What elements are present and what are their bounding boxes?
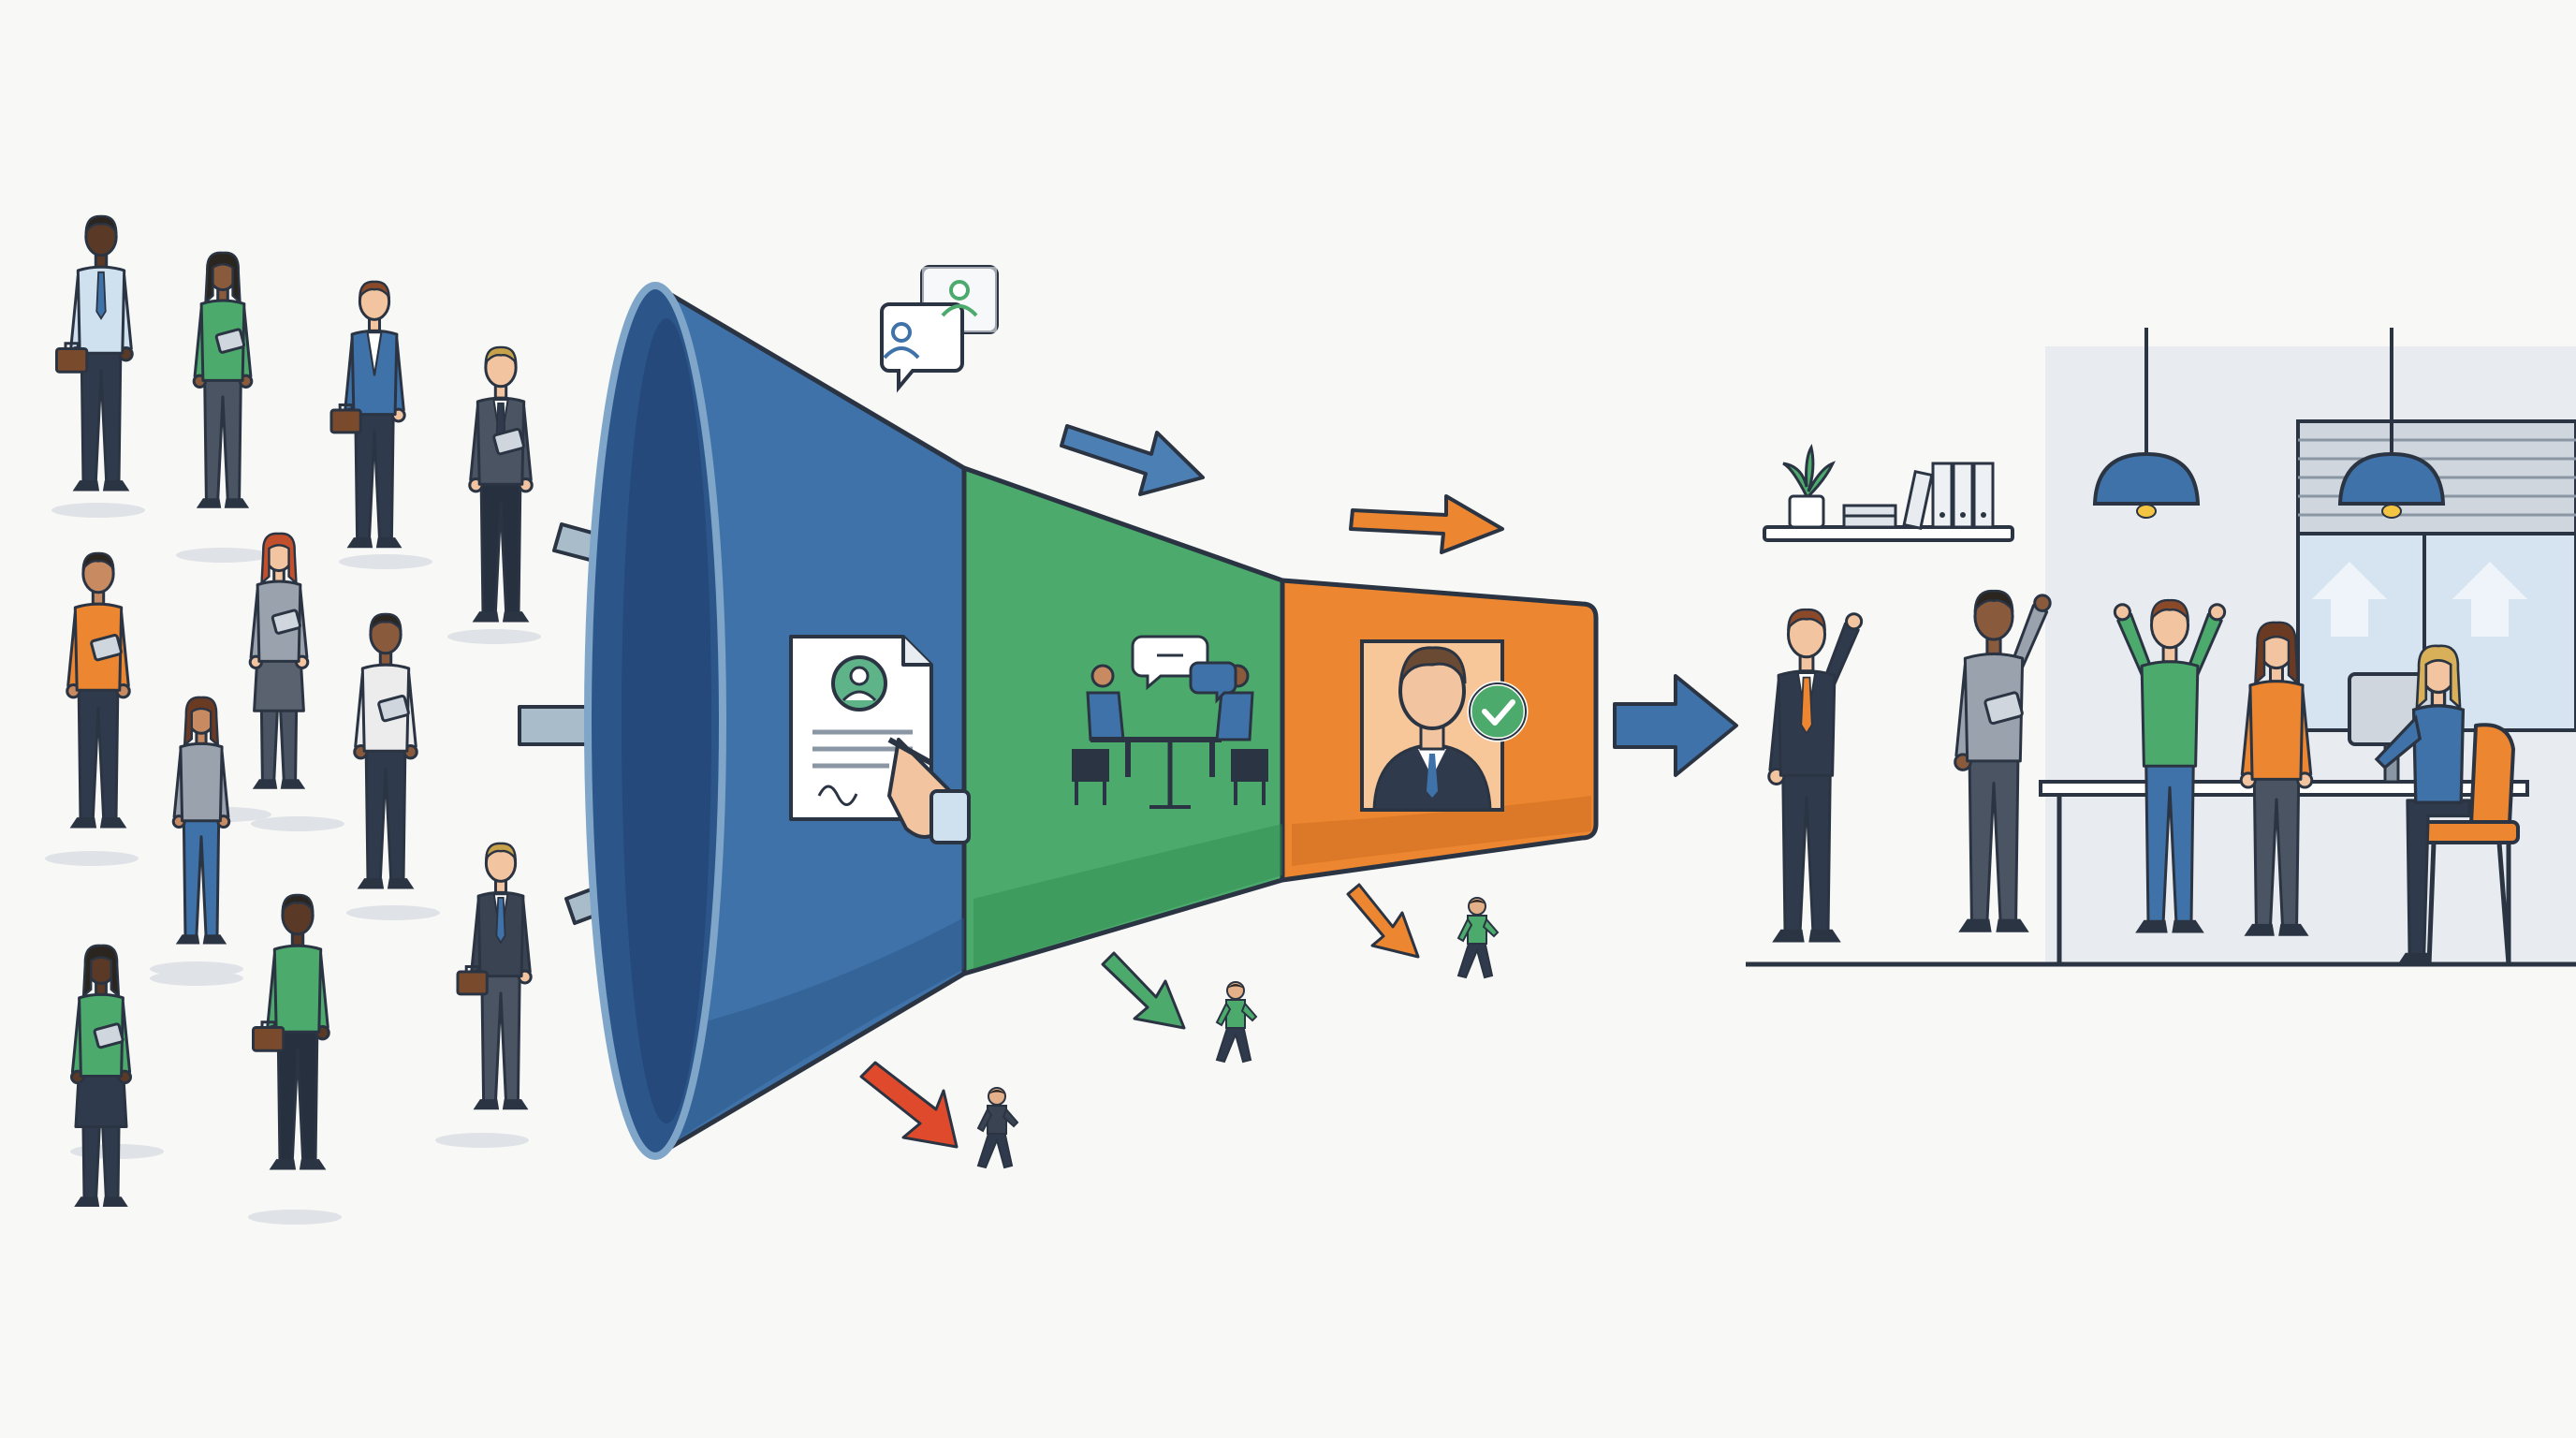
ground-shadow (339, 554, 432, 569)
applicant-crowd (45, 214, 541, 1225)
ground-shadow (251, 816, 344, 831)
applicant-3 (329, 280, 406, 549)
rejected-candidate-1 (976, 1087, 1019, 1169)
team-member-5-seated (2374, 644, 2471, 965)
applicant-7 (353, 612, 418, 889)
rejected-candidate-2 (1215, 981, 1258, 1064)
ground-shadow (346, 905, 440, 920)
ground-shadow (150, 971, 243, 986)
output-arrow (1613, 674, 1738, 777)
applicant-10 (70, 944, 132, 1207)
interview-meeting-icon (1072, 635, 1268, 809)
stage-arrow-blue (1060, 424, 1205, 496)
team-member-4 (2239, 621, 2314, 936)
wall-shelf (1763, 443, 2014, 542)
team-member-3 (2113, 598, 2227, 933)
applicant-11 (251, 893, 330, 1170)
team-member-2 (1954, 589, 2052, 932)
ground-shadow (435, 1133, 529, 1148)
rejected-candidate-3 (1456, 897, 1500, 979)
reject-arrow-red (859, 1061, 959, 1149)
ground-shadow (51, 503, 145, 518)
ground-shadow (447, 629, 541, 644)
resume-signing-icon (789, 635, 971, 844)
pendant-lamp-right (2337, 328, 2446, 519)
approved-candidate-icon (1360, 639, 1529, 812)
applicant-6 (248, 532, 310, 789)
applicant-9 (456, 842, 533, 1110)
applicant-4 (468, 345, 534, 623)
ground-shadow (176, 548, 270, 563)
reject-arrow-green (1101, 951, 1186, 1030)
applicant-2 (192, 251, 254, 508)
rejected-candidates (976, 897, 1500, 1169)
applicant-8 (171, 696, 231, 945)
reject-arrow-orange (1346, 883, 1420, 959)
team-member-1 (1767, 608, 1864, 943)
profile-chat-bubbles-icon (880, 265, 999, 393)
pendant-lamp-left (2092, 328, 2201, 519)
applicant-1 (54, 214, 134, 492)
office-scene (1746, 328, 2576, 967)
reject-arrows (859, 883, 1420, 1149)
ground-shadow (248, 1210, 342, 1225)
hiring-funnel (584, 282, 1599, 1160)
ground-shadow (45, 851, 139, 866)
hired-team (1767, 589, 2471, 965)
applicant-5 (66, 551, 131, 829)
stage-arrow-orange (1349, 494, 1504, 554)
